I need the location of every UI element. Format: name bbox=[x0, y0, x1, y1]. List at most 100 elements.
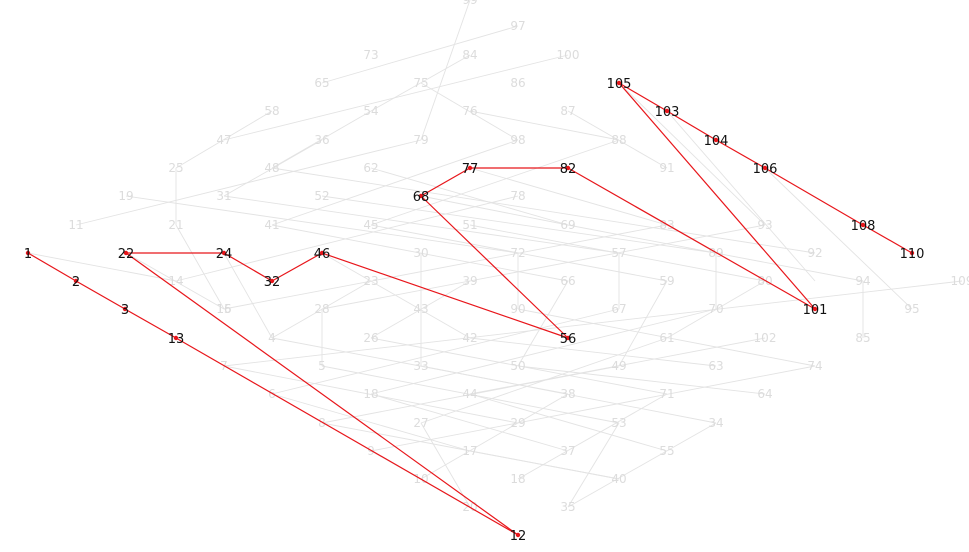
background-node-label: 28 bbox=[314, 302, 329, 316]
background-node-label: 70 bbox=[708, 302, 723, 316]
background-edge bbox=[370, 365, 816, 452]
path-edge bbox=[271, 252, 323, 282]
background-node-label: 100 bbox=[557, 48, 580, 62]
background-edge bbox=[321, 252, 471, 339]
path-node-label: 2 bbox=[72, 275, 80, 290]
background-node-label: 91 bbox=[659, 161, 674, 175]
background-edge bbox=[370, 54, 471, 112]
background-edge bbox=[420, 365, 717, 424]
background-edge bbox=[517, 308, 816, 367]
background-node-label: 16 bbox=[216, 302, 231, 316]
background-node-label: 53 bbox=[611, 416, 626, 430]
path-edge bbox=[175, 337, 519, 536]
background-node-label: 44 bbox=[462, 387, 477, 401]
background-node-label: 54 bbox=[363, 104, 378, 118]
background-edge bbox=[223, 365, 519, 424]
background-node-label: 21 bbox=[168, 218, 183, 232]
path-node-label: 82 bbox=[560, 162, 577, 177]
background-edge bbox=[567, 422, 620, 508]
background-node-label: 11 bbox=[68, 218, 83, 232]
background-node-label: 25 bbox=[168, 161, 183, 175]
background-node-label: 31 bbox=[216, 189, 231, 203]
background-node-label: 18 bbox=[510, 472, 525, 486]
path-node-label: 46 bbox=[314, 247, 331, 262]
path-node-dot bbox=[762, 165, 768, 171]
background-node-label: 34 bbox=[708, 416, 723, 430]
path-node-label: 56 bbox=[560, 332, 577, 347]
path-node-dot bbox=[909, 250, 915, 256]
background-edge bbox=[420, 0, 471, 141]
background-edge bbox=[666, 110, 816, 282]
background-node-label: 48 bbox=[264, 161, 279, 175]
background-node-label: 72 bbox=[510, 246, 525, 260]
path-edge bbox=[321, 252, 569, 339]
background-node-label: 45 bbox=[363, 218, 378, 232]
background-edge bbox=[764, 167, 913, 310]
background-node-label: 4 bbox=[268, 331, 276, 345]
path-node-label: 106 bbox=[753, 162, 778, 177]
background-node-label: 35 bbox=[560, 500, 575, 514]
path-node-dot bbox=[269, 278, 275, 284]
background-node-label: 102 bbox=[754, 331, 777, 345]
background-node-label: 30 bbox=[413, 246, 428, 260]
background-edge bbox=[27, 252, 177, 282]
path-edge bbox=[75, 280, 126, 310]
background-node-label: 38 bbox=[560, 387, 575, 401]
background-node-label: 65 bbox=[314, 76, 329, 90]
background-node-label: 19 bbox=[118, 189, 133, 203]
background-edge bbox=[618, 280, 668, 367]
background-node-label: 59 bbox=[659, 274, 674, 288]
path-edge bbox=[666, 110, 717, 141]
background-node-label: 99 bbox=[462, 0, 477, 7]
path-edge bbox=[567, 167, 816, 310]
background-node-label: 18 bbox=[363, 387, 378, 401]
background-node-label: 79 bbox=[413, 133, 428, 147]
path-node-dot bbox=[664, 108, 670, 114]
path-node-dot bbox=[565, 165, 571, 171]
background-edge bbox=[175, 224, 225, 310]
path-node-label: 13 bbox=[168, 332, 185, 347]
background-node-label: 57 bbox=[611, 246, 626, 260]
background-node-label: 71 bbox=[659, 387, 674, 401]
path-edge bbox=[420, 195, 569, 339]
background-edge bbox=[271, 139, 519, 226]
path-node-label: 77 bbox=[462, 162, 479, 177]
path-node-label: 101 bbox=[803, 303, 828, 318]
background-edge bbox=[321, 224, 766, 310]
path-edge bbox=[715, 139, 766, 169]
background-edge bbox=[271, 167, 816, 254]
path-node-dot bbox=[565, 335, 571, 341]
background-node-label: 49 bbox=[611, 359, 626, 373]
background-edge bbox=[567, 110, 668, 169]
background-node-label: 61 bbox=[659, 331, 674, 345]
background-node-label: 41 bbox=[264, 218, 279, 232]
path-node-dot bbox=[812, 306, 818, 312]
background-edge bbox=[271, 308, 620, 395]
background-node-label: 27 bbox=[413, 416, 428, 430]
background-node-label: 29 bbox=[510, 416, 525, 430]
background-node-label: 93 bbox=[757, 218, 772, 232]
background-edge bbox=[469, 337, 717, 367]
background-node-label: 8 bbox=[318, 416, 326, 430]
background-edge bbox=[271, 393, 471, 452]
path-node-dot bbox=[123, 250, 129, 256]
background-node-label: 55 bbox=[659, 444, 674, 458]
background-edge bbox=[420, 82, 519, 141]
path-node-dot bbox=[860, 222, 866, 228]
path-node-label: 104 bbox=[704, 134, 729, 149]
path-node-dot bbox=[467, 165, 473, 171]
background-node-label: 62 bbox=[363, 161, 378, 175]
background-node-label: 64 bbox=[757, 387, 772, 401]
background-node-label: 75 bbox=[413, 76, 428, 90]
path-edge bbox=[618, 82, 668, 112]
background-edge bbox=[420, 422, 471, 508]
background-node-label: 50 bbox=[510, 359, 525, 373]
path-node-dot bbox=[616, 80, 622, 86]
background-node-label: 39 bbox=[462, 274, 477, 288]
path-node-dot bbox=[713, 137, 719, 143]
path-node-dot bbox=[73, 278, 79, 284]
background-edge bbox=[125, 252, 225, 310]
path-node-label: 12 bbox=[510, 529, 527, 544]
background-node-label: 15 bbox=[216, 302, 231, 316]
